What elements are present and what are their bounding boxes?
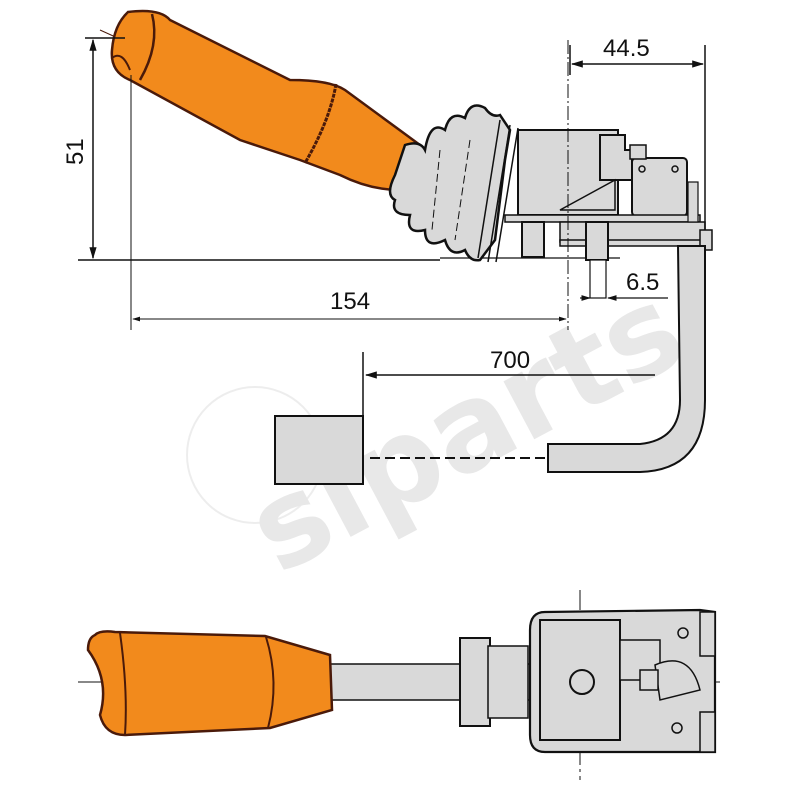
- lever-handle: [110, 9, 422, 192]
- lever-handle-top: [86, 630, 334, 737]
- side-view: [78, 9, 713, 485]
- dim-pin-offset: 6.5: [626, 269, 659, 296]
- dim-top-width: 44.5: [603, 35, 650, 62]
- cable: [370, 245, 706, 473]
- watermark: siparts: [186, 259, 705, 601]
- dim-cable-length: 700: [490, 347, 530, 374]
- dim-length: 154: [330, 288, 370, 315]
- connector: [274, 415, 364, 485]
- top-view: [78, 590, 720, 780]
- dimensions: 44.5 51 154 6.5 700: [62, 35, 706, 416]
- rubber-bellows: [388, 104, 519, 263]
- dim-height: 51: [62, 138, 89, 165]
